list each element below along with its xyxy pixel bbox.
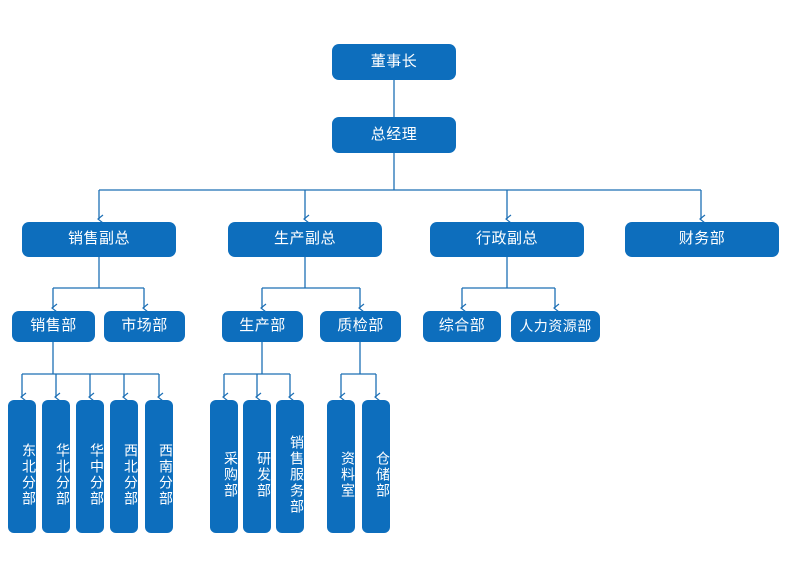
org-node-label: 销售服务部 [289, 434, 305, 515]
org-node-label: 西北分部 [123, 442, 139, 507]
org-node-marketing-dept[interactable]: 市场部 [104, 311, 185, 342]
org-node-production-dept[interactable]: 生产部 [222, 311, 303, 342]
org-node-northwest-branch[interactable]: 西北分部 [110, 400, 139, 533]
org-node-label: 生产部 [239, 317, 286, 335]
org-node-hr-dept[interactable]: 人力资源部 [511, 311, 600, 342]
org-node-label: 研发部 [256, 450, 272, 499]
org-node-label: 生产副总 [273, 230, 336, 248]
org-node-rnd-dept[interactable]: 研发部 [243, 400, 272, 533]
org-node-north-china-branch[interactable]: 华北分部 [42, 400, 71, 533]
org-node-sales-service-dept[interactable]: 销售服务部 [276, 400, 305, 533]
org-node-archives-room[interactable]: 资料室 [327, 400, 356, 533]
org-node-label: 华中分部 [89, 442, 105, 507]
org-node-label: 销售副总 [67, 230, 130, 248]
org-node-southwest-branch[interactable]: 西南分部 [145, 400, 174, 533]
org-node-label: 质检部 [337, 317, 384, 335]
org-node-warehouse-dept[interactable]: 仓储部 [362, 400, 391, 533]
org-node-label: 东北分部 [21, 442, 37, 507]
org-node-production-vp[interactable]: 生产副总 [228, 222, 382, 257]
org-node-label: 华北分部 [55, 442, 71, 507]
org-node-label: 人力资源部 [519, 317, 592, 334]
org-node-label: 总经理 [370, 125, 418, 143]
org-node-label: 资料室 [340, 450, 356, 499]
org-node-sales-vp[interactable]: 销售副总 [22, 222, 176, 257]
org-node-northeast-branch[interactable]: 东北分部 [8, 400, 37, 533]
org-node-quality-dept[interactable]: 质检部 [320, 311, 401, 342]
org-node-label: 财务部 [678, 230, 726, 248]
org-node-label: 仓储部 [375, 450, 391, 499]
org-node-general-affairs-dept[interactable]: 综合部 [423, 311, 501, 342]
org-node-sales-dept[interactable]: 销售部 [12, 311, 95, 342]
org-node-label: 综合部 [438, 317, 486, 335]
org-node-label: 行政副总 [475, 230, 538, 248]
org-node-general-manager[interactable]: 总经理 [332, 117, 456, 153]
org-node-label: 市场部 [121, 317, 168, 335]
org-node-label: 西南分部 [158, 442, 174, 507]
org-node-chairman[interactable]: 董事长 [332, 44, 456, 80]
org-node-label: 董事长 [370, 52, 418, 70]
org-node-purchasing-dept[interactable]: 采购部 [210, 400, 239, 533]
org-node-label: 销售部 [30, 317, 77, 335]
org-node-label: 采购部 [223, 450, 239, 499]
org-node-finance-dept[interactable]: 财务部 [625, 222, 779, 257]
org-node-admin-vp[interactable]: 行政副总 [430, 222, 584, 257]
org-node-central-china-branch[interactable]: 华中分部 [76, 400, 105, 533]
